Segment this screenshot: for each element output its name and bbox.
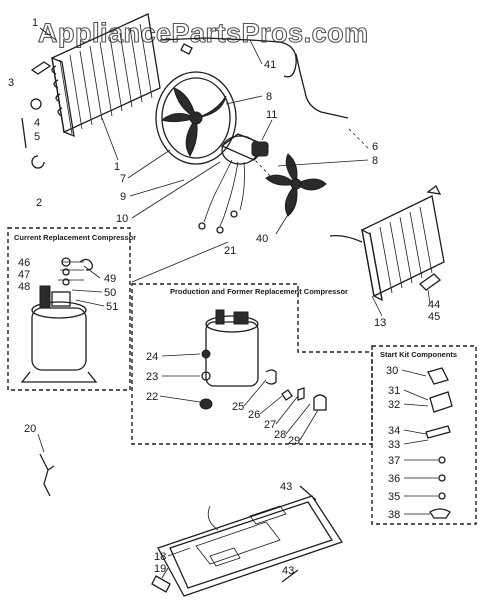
callout-label: 40 bbox=[256, 233, 268, 245]
callout-label: 25 bbox=[232, 401, 244, 413]
callout-label: 49 bbox=[104, 273, 116, 285]
start-kit-box: Start Kit Components bbox=[371, 345, 477, 525]
callout-label: 7 bbox=[120, 173, 126, 185]
callout-label: 4 bbox=[34, 117, 40, 129]
callout-label: 29 bbox=[288, 435, 300, 447]
callout-label: 26 bbox=[248, 409, 260, 421]
callout-label: 3 bbox=[8, 77, 14, 89]
callout-label: 11 bbox=[266, 109, 277, 121]
callout-label: 33 bbox=[388, 439, 400, 451]
callout-label: 23 bbox=[146, 371, 158, 383]
leader-lines bbox=[37, 27, 438, 579]
callout-labels: 1 1 2 3 4 5 6 7 8 8 9 10 11 13 18 19 20 … bbox=[8, 17, 440, 577]
callout-label: 10 bbox=[116, 213, 128, 225]
blower-wheel bbox=[155, 71, 237, 165]
callout-label: 28 bbox=[274, 429, 286, 441]
callout-label: 32 bbox=[388, 399, 400, 411]
callout-label: 1 bbox=[114, 161, 120, 173]
callout-label: 20 bbox=[24, 423, 36, 435]
callout-label: 34 bbox=[388, 425, 400, 437]
callout-label: 27 bbox=[264, 419, 276, 431]
callout-label: 36 bbox=[388, 473, 400, 485]
callout-label: 1 bbox=[32, 17, 38, 29]
callout-label: 50 bbox=[104, 287, 116, 299]
callout-label: 35 bbox=[388, 491, 400, 503]
condenser-coil bbox=[51, 13, 161, 138]
mounting-hardware-left bbox=[21, 61, 52, 169]
start-kit-parts bbox=[425, 367, 453, 519]
callout-label: 31 bbox=[388, 385, 400, 397]
callout-label: 8 bbox=[372, 155, 378, 167]
evaporator-coil bbox=[329, 185, 445, 302]
condenser-fan bbox=[265, 153, 327, 217]
callout-label: 44 bbox=[428, 299, 440, 311]
callout-label: 5 bbox=[34, 131, 40, 143]
callout-label: 48 bbox=[18, 281, 30, 293]
current-compressor bbox=[20, 257, 98, 383]
callout-label: 19 bbox=[154, 563, 166, 575]
callout-label: 37 bbox=[388, 455, 400, 467]
bracket-20 bbox=[39, 453, 55, 497]
callout-label: 2 bbox=[36, 197, 42, 209]
current-compressor-box: Current Replacement Compressor bbox=[7, 227, 136, 391]
callout-label: 8 bbox=[266, 91, 272, 103]
production-compressor bbox=[199, 309, 327, 411]
callout-label: 45 bbox=[428, 311, 440, 323]
callout-label: 41 bbox=[264, 59, 276, 71]
callout-label: 51 bbox=[106, 301, 118, 313]
callout-label: 47 bbox=[18, 269, 30, 281]
refrigerant-tubing bbox=[159, 37, 349, 119]
callout-label: 13 bbox=[374, 317, 386, 329]
production-compressor-box: Production and Former Replacement Compre… bbox=[131, 283, 373, 445]
production-compressor-title: Production and Former Replacement Compre… bbox=[170, 287, 348, 296]
filter-drier bbox=[418, 273, 442, 291]
watermark-text: AppliancePartsPros.com bbox=[38, 18, 369, 48]
callout-label: 30 bbox=[386, 365, 398, 377]
callout-label: 18 bbox=[154, 551, 166, 563]
callout-label: 22 bbox=[146, 391, 158, 403]
callout-label: 9 bbox=[120, 191, 126, 203]
callout-label: 24 bbox=[146, 351, 158, 363]
fan-motor bbox=[198, 133, 270, 234]
callout-label: 38 bbox=[388, 509, 400, 521]
callout-label: 43 bbox=[280, 481, 292, 493]
start-kit-title: Start Kit Components bbox=[380, 350, 457, 359]
callout-label: 43 bbox=[282, 565, 294, 577]
callout-label: 6 bbox=[372, 141, 378, 153]
callout-label: 46 bbox=[18, 257, 30, 269]
base-pan bbox=[151, 485, 344, 597]
callout-label: 21 bbox=[224, 245, 236, 257]
current-compressor-title: Current Replacement Compressor bbox=[14, 233, 136, 242]
